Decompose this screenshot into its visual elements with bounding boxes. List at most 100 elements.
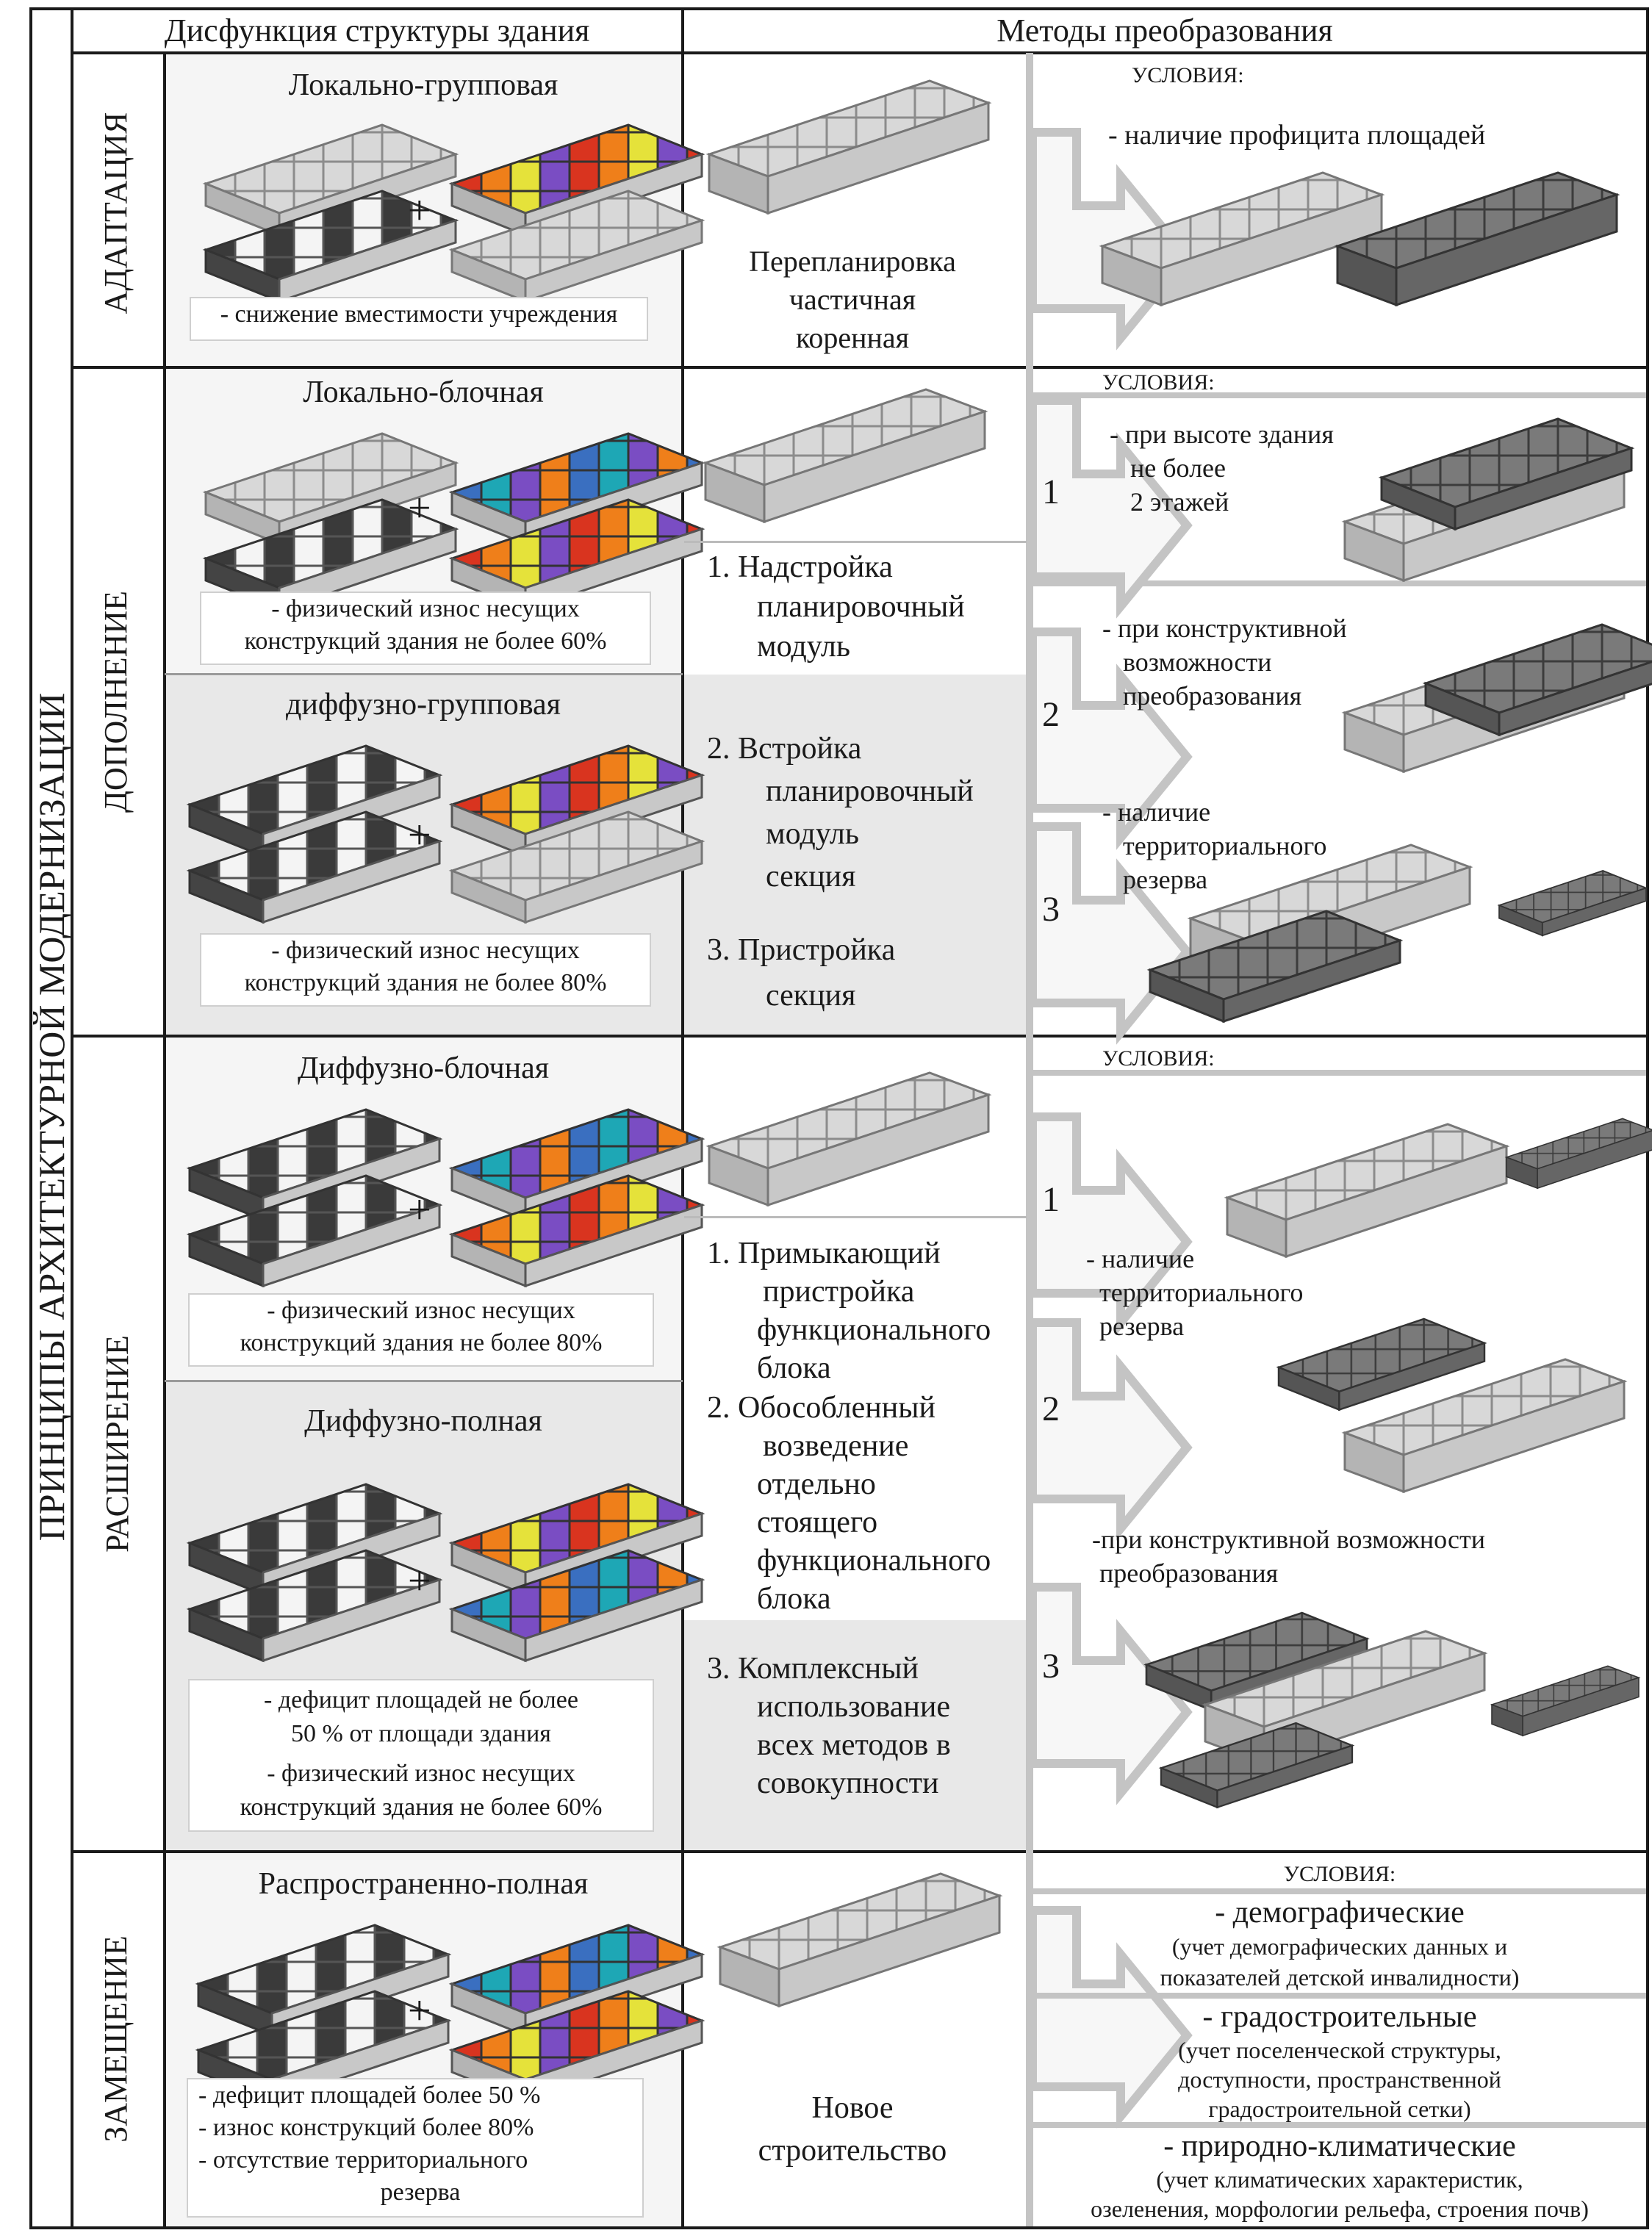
section-label-expansion: РАСШИРЕНИЕ xyxy=(99,1335,135,1553)
addition-type2-note: - физический износ несущих конструкций з… xyxy=(200,933,651,1007)
addition-cond-2: - при конструктивной возможности преобра… xyxy=(1102,611,1347,713)
addition-cond-1: - при высоте здания не более 2 этажей xyxy=(1110,417,1334,519)
expansion-type1-plus: + xyxy=(408,1187,431,1233)
addition-type2-building-bottom-left xyxy=(188,810,441,924)
addition-cond-3-line-3: резерва xyxy=(1123,865,1208,894)
addition-method-1-line-1: 1. Надстройка xyxy=(707,550,893,584)
expansion-method-2-line-4: стоящего xyxy=(757,1506,878,1539)
addition-type1-note-line-2: конструкций здания не более 60% xyxy=(244,628,607,655)
addition-method-2-line-3: модуль xyxy=(766,817,860,851)
expansion-result-2-base xyxy=(1343,1358,1626,1493)
replacement-type-title: Распространенно-полная xyxy=(258,1867,589,1901)
addition-method-1-line-2: планировочный xyxy=(757,590,965,624)
sub-line-addition xyxy=(165,673,683,675)
col-line-2 xyxy=(163,53,166,2229)
expansion-cond-1-line-1: - наличие xyxy=(1086,1244,1195,1273)
expansion-number-2: 2 xyxy=(1042,1389,1060,1428)
replacement-note: - дефицит площадей более 50 % - износ ко… xyxy=(187,2078,644,2218)
addition-method-3-line-1: 3. Пристройка xyxy=(707,933,896,967)
expansion-result-3-block-c xyxy=(1160,1722,1354,1808)
expansion-cond-1-line-2: территориального xyxy=(1099,1278,1304,1307)
expansion-method-2: 2. Обособленный возведение отдельно стоя… xyxy=(707,1389,991,1618)
expansion-method-2-line-5: функционального xyxy=(757,1544,991,1578)
expansion-cond-2-line-2: преобразования xyxy=(1099,1558,1279,1588)
adaptation-condition: - наличие профицита площадей xyxy=(1108,120,1486,151)
addition-type2-note-line-1: - физический износ несущих xyxy=(271,937,580,964)
addition-cond-3-line-2: территориального xyxy=(1123,831,1327,860)
expansion-result-1-annex xyxy=(1506,1118,1652,1189)
expansion-type1-note: - физический износ несущих конструкций з… xyxy=(188,1293,654,1367)
replacement-cond-1-title: - демографические xyxy=(1215,1896,1465,1930)
addition-number-3: 3 xyxy=(1042,890,1060,929)
addition-cond-2-line-3: преобразования xyxy=(1123,681,1302,711)
outer-border-left xyxy=(29,7,32,2229)
adaptation-method-line-2: частичная xyxy=(789,283,916,316)
addition-cond-1-line-3: 2 этажей xyxy=(1130,487,1229,517)
expansion-method-3-line-1: 3. Комплексный xyxy=(707,1652,919,1686)
addition-result-3-annex-right xyxy=(1498,870,1647,937)
adaptation-method-line-1: Перепланировка xyxy=(749,245,956,278)
expansion-method-2-line-2: возведение xyxy=(763,1429,909,1463)
row-line-3 xyxy=(71,1850,1649,1853)
replacement-cond-separator-2 xyxy=(1033,1993,1646,1999)
addition-method-1-line-3: модуль xyxy=(757,630,851,664)
addition-type2-building-bottom-right xyxy=(450,810,703,924)
addition-type1-note: - физический износ несущих конструкций з… xyxy=(200,591,651,665)
addition-type1-title: Локально-блочная xyxy=(303,375,544,409)
addition-method-1: 1. Надстройка планировочный модуль xyxy=(707,547,965,666)
addition-cond-2-line-1: - при конструктивной xyxy=(1102,614,1347,643)
expansion-type1-note-line-2: конструкций здания не более 80% xyxy=(240,1329,603,1356)
replacement-cond-3: - природно-климатические (учет климатиче… xyxy=(1033,2128,1646,2223)
replacement-note-line-1: - дефицит площадей более 50 % xyxy=(198,2082,541,2109)
col-line-1 xyxy=(71,7,73,2229)
expansion-cond-1: - наличие территориального резерва xyxy=(1086,1242,1303,1343)
addition-result-2-insert xyxy=(1424,623,1652,736)
addition-type2-title: диффузно-групповая xyxy=(286,688,561,722)
replacement-method-label: Новое строительство xyxy=(691,2087,1014,2172)
expansion-cond-2-line-1: -при конструктивной возможности xyxy=(1092,1525,1486,1554)
expansion-result-3-block-b xyxy=(1491,1665,1640,1736)
replacement-conditions-title: УСЛОВИЯ: xyxy=(1283,1862,1396,1886)
expansion-type2-note-line-2: 50 % от площади здания xyxy=(291,1720,551,1747)
expansion-method-divider xyxy=(684,1216,1027,1218)
expansion-type2-note-line-3: - физический износ несущих xyxy=(267,1760,575,1787)
addition-type2-plus: + xyxy=(408,813,431,858)
expansion-number-1: 1 xyxy=(1042,1180,1060,1219)
addition-type1-note-line-1: - физический износ несущих xyxy=(271,595,580,622)
adaptation-building-bottom-right xyxy=(450,190,703,303)
expansion-method-2-line-6: блока xyxy=(757,1582,831,1616)
replacement-cond-2-desc-3: градостроительной сетки) xyxy=(1208,2096,1471,2122)
expansion-method-3-line-4: совокупности xyxy=(757,1766,939,1800)
replacement-cond-1-desc-1: (учет демографических данных и xyxy=(1171,1933,1508,1960)
addition-number-1: 1 xyxy=(1042,472,1060,511)
expansion-number-3: 3 xyxy=(1042,1647,1060,1686)
addition-type1-plus: + xyxy=(408,486,431,531)
addition-cond-separator-2 xyxy=(1033,580,1646,586)
expansion-cond-2: -при конструктивной возможности преобраз… xyxy=(1092,1522,1485,1590)
adaptation-result-building-2 xyxy=(1336,171,1618,306)
adaptation-plus: + xyxy=(408,188,431,234)
expansion-type2-building-bottom-right xyxy=(450,1549,703,1662)
expansion-method-1-line-2: пристройка xyxy=(763,1275,915,1309)
header-left-title: Дисфункция структуры здания xyxy=(164,12,590,48)
expansion-mid-bg xyxy=(683,1620,1028,1852)
replacement-cond-2-desc-2: доступности, пространственной xyxy=(1178,2066,1501,2093)
expansion-conditions-title: УСЛОВИЯ: xyxy=(1102,1046,1215,1071)
adaptation-note: - снижение вместимости учреждения xyxy=(190,297,648,341)
replacement-cond-3-desc-1: (учет климатических характеристик, xyxy=(1156,2166,1523,2193)
adaptation-type-title: Локально-групповая xyxy=(288,68,559,102)
outer-border-bottom xyxy=(29,2226,1649,2229)
section-label-adaptation: АДАПТАЦИЯ xyxy=(98,112,134,314)
sub-line-expansion xyxy=(165,1380,683,1382)
expansion-type2-note: - дефицит площадей не более 50 % от площ… xyxy=(188,1679,654,1832)
addition-method-building xyxy=(704,388,986,523)
expansion-method-3-line-3: всех методов в xyxy=(757,1728,951,1762)
addition-number-2: 2 xyxy=(1042,695,1060,734)
replacement-cond-2-desc-1: (учет поселенческой структуры, xyxy=(1178,2037,1501,2063)
expansion-method-2-line-3: отдельно xyxy=(757,1467,876,1501)
replacement-method-building xyxy=(719,1872,1001,2007)
header-right-title: Методы преобразования xyxy=(996,12,1333,48)
addition-cond-3: - наличие территориального резерва xyxy=(1102,795,1326,896)
expansion-cond-separator xyxy=(1033,1070,1646,1076)
expansion-type1-note-line-1: - физический износ несущих xyxy=(267,1297,575,1324)
